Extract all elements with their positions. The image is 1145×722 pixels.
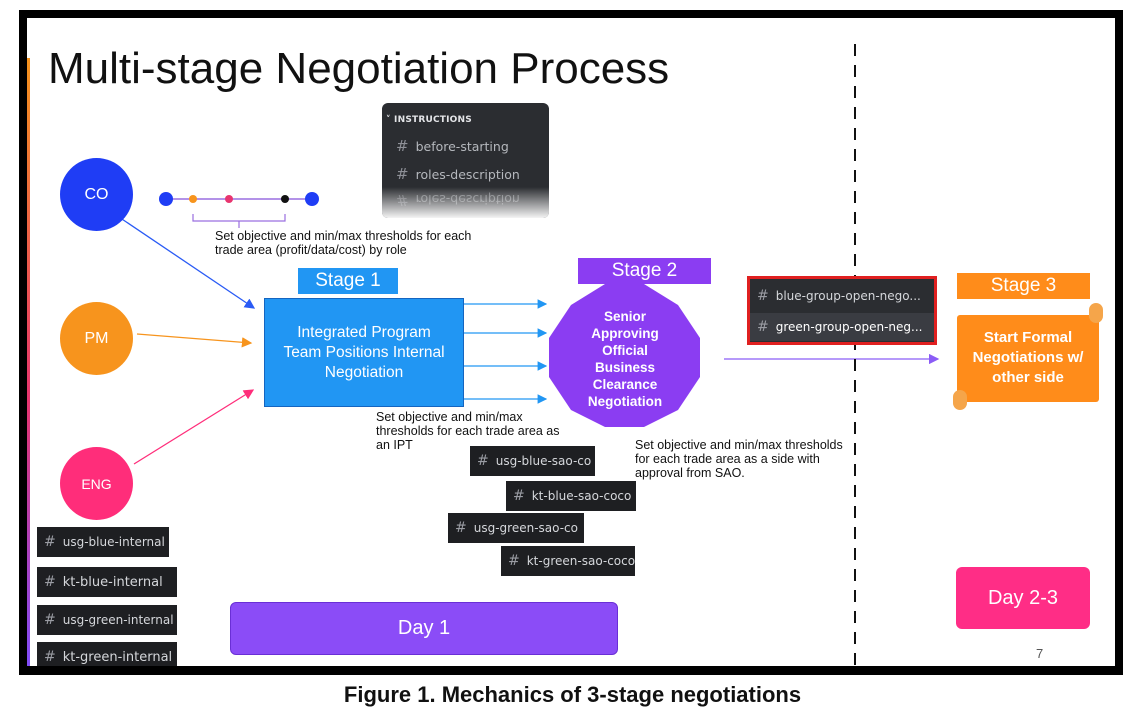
slider-min-blue [159,192,173,206]
stage2-label: Stage 2 [578,258,711,284]
channel-usg-green-sao-co[interactable]: # usg-green-sao-co [448,513,584,543]
reflection-fade [382,187,549,218]
slider-bracket [192,214,286,228]
hash-icon: # [757,319,769,335]
role-co-label: CO [84,185,109,203]
stage1-box: Integrated Program Team Positions Intern… [264,298,464,407]
channel-label: usg-blue-sao-co [495,454,592,468]
role-eng-circle: ENG [60,447,133,520]
stage2-octagon [549,284,700,427]
channel-usg-blue-internal[interactable]: # usg-blue-internal [37,527,169,557]
hash-icon: # [44,649,56,665]
channel-label: kt-blue-sao-coco [531,489,632,503]
channel-label: blue-group-open-nego... [775,289,921,303]
channel-label: usg-green-internal [62,613,174,627]
hash-icon: # [455,520,467,536]
hash-icon: # [513,488,525,504]
hash-icon: # [44,534,56,550]
channel-kt-blue-sao-coco[interactable]: # kt-blue-sao-coco [506,481,636,511]
slide-number: 7 [1036,646,1044,661]
note-thresholds-by-role: Set objective and min/max thresholds for… [215,229,472,257]
threshold-slider [159,192,319,228]
channel-label: green-group-open-neg... [775,320,923,334]
role-co-circle: CO [60,158,133,231]
channel-label: usg-blue-internal [62,535,165,549]
slider-black-dot [281,195,289,203]
role-pm-circle: PM [60,302,133,375]
slider-orange-dot [189,195,197,203]
instructions-panel: ˅ INSTRUCTIONS # before-starting # roles-d… [382,103,549,218]
role-pm-label: PM [84,329,109,347]
instructions-header-label: INSTRUCTIONS [394,115,472,125]
hash-icon: # [44,612,56,628]
arrow-co-to-stage1 [109,210,256,309]
channel-before-starting[interactable]: # before-starting [396,137,509,155]
channel-label: kt-green-internal [62,649,173,665]
stage3-text: Start Formal Negotiations w/ other side [972,329,1084,386]
slide-frame: Multi-stage Negotiation Process [19,10,1123,675]
channel-blue-group-open[interactable]: # blue-group-open-nego... [750,282,934,310]
role-eng-label: ENG [81,475,112,492]
stage2-text: Senior Approving Official Business Clear… [587,309,663,409]
stage1-label: Stage 1 [298,268,398,294]
channel-kt-blue-internal[interactable]: # kt-blue-internal [37,567,177,597]
channel-usg-green-internal[interactable]: # usg-green-internal [37,605,177,635]
accent-stripe [27,58,30,666]
hash-icon: # [396,165,409,183]
open-channels-box: # blue-group-open-nego... # green-group-op… [747,276,937,345]
arrow-pm-to-stage1 [136,333,253,348]
day23-banner: Day 2-3 [956,567,1090,629]
connector-layer [109,44,1103,666]
instructions-header: ˅ INSTRUCTIONS [386,115,472,125]
day1-banner: Day 1 [230,602,618,655]
channel-label: kt-blue-internal [62,574,163,590]
stage3-label: Stage 3 [957,273,1090,299]
hash-icon: # [44,574,56,590]
channel-usg-blue-sao-co[interactable]: # usg-blue-sao-co [470,446,595,476]
channel-label: before-starting [415,138,509,154]
hash-icon: # [508,553,520,569]
stage3-scroll [953,303,1103,410]
channel-kt-green-internal[interactable]: # kt-green-internal [37,642,177,666]
channel-kt-green-sao-coco[interactable]: # kt-green-sao-coco [501,546,635,576]
channel-roles-description[interactable]: # roles-description [396,165,520,183]
note-thresholds-side: Set objective and min/max thresholds for… [635,438,843,480]
channel-label: kt-green-sao-coco [526,554,635,568]
note-thresholds-ipt: Set objective and min/max thresholds for… [376,410,560,452]
channel-label: usg-green-sao-co [473,521,578,535]
hash-icon: # [477,453,489,469]
slide-title: Multi-stage Negotiation Process [48,44,670,93]
slider-pink-dot [225,195,233,203]
figure-caption: Figure 1. Mechanics of 3-stage negotiati… [343,682,802,707]
arrow-eng-to-stage1 [133,389,255,465]
channel-green-group-open[interactable]: # green-group-open-neg... [750,313,934,341]
channel-label: roles-description [415,166,520,182]
chevron-down-icon: ˅ [386,115,395,125]
hash-icon: # [757,288,769,304]
slider-max-blue [305,192,319,206]
hash-icon: # [396,137,409,155]
